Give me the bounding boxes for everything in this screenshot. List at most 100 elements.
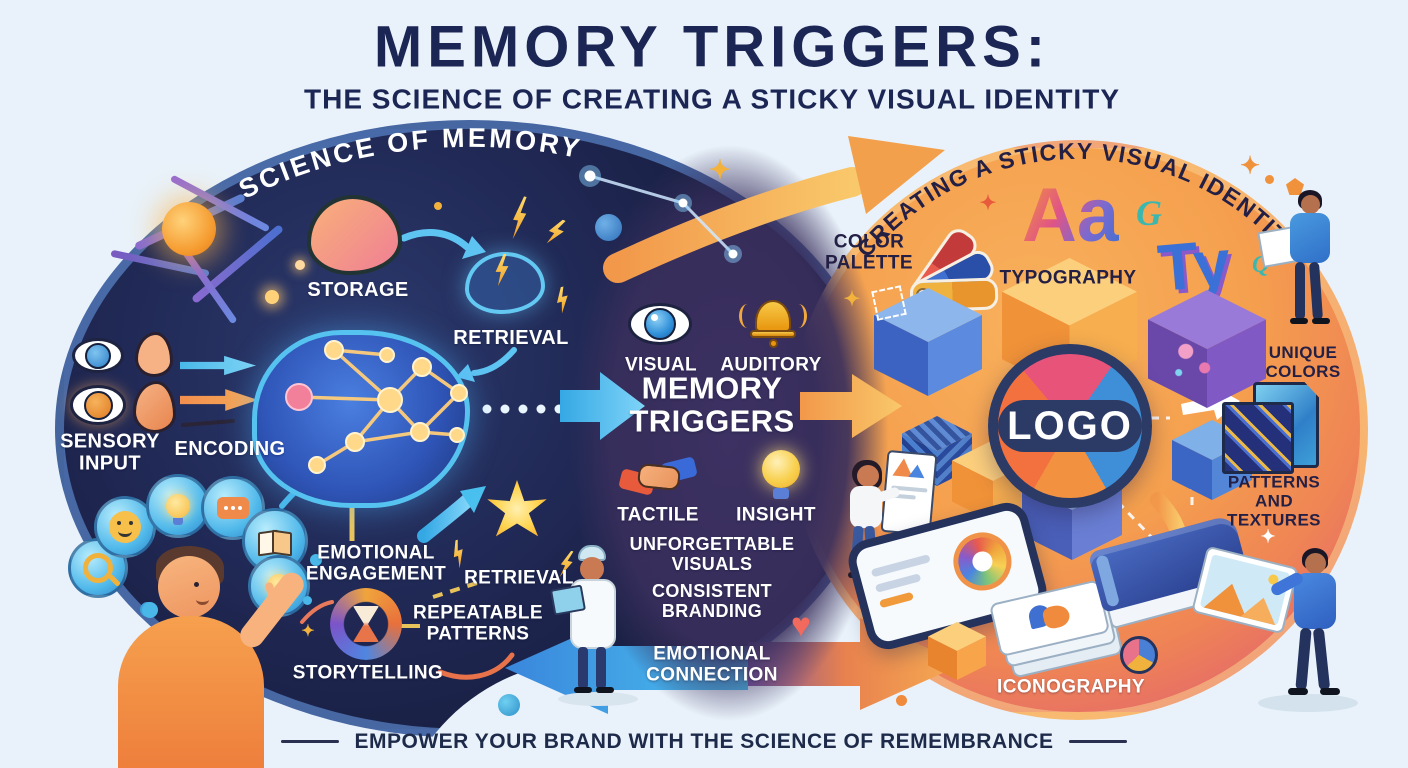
person-head (158, 556, 220, 618)
heart-icon: ♥ (790, 606, 812, 645)
dot (238, 506, 242, 510)
logo-sphere: LOGO (988, 344, 1152, 508)
emotional-engagement-label: EMOTIONAL ENGAGEMENT (305, 542, 447, 585)
consistent-branding-label: CONSISTENT BRANDING (651, 580, 773, 621)
vector-frame-icon (871, 285, 907, 321)
storytelling-label: STORYTELLING (292, 662, 444, 684)
memory-triggers-overlap-lens (568, 142, 890, 724)
eye-iris (83, 390, 113, 420)
memory-triggers-title: MEMORY TRIGGERS (629, 370, 795, 438)
typography-label: TYPOGRAPHY (999, 267, 1137, 289)
bulb-globe (762, 450, 800, 488)
sparkle-icon: ✦ (709, 154, 731, 185)
dot (231, 506, 235, 510)
star-arrow (417, 493, 475, 543)
eye-iris (85, 342, 111, 369)
center-arrow-out (800, 374, 902, 438)
blue-dot (142, 602, 158, 618)
orange-dot (1265, 175, 1274, 184)
smiley-mouth (118, 525, 132, 537)
screen-line (874, 573, 922, 593)
scientist-figure (549, 545, 636, 695)
orange-underline-curve (437, 652, 515, 680)
bell-lip (750, 330, 796, 338)
planet-dot (595, 214, 622, 241)
auditory-bell-icon (739, 296, 807, 348)
sparkle-icon: ✦ (1239, 152, 1261, 180)
storage-brain-icon (307, 195, 402, 275)
encoding-label: ENCODING (174, 437, 286, 460)
mini-orange-cube (928, 622, 986, 680)
neural-network (285, 340, 468, 474)
bubble-satellite-dot (310, 554, 322, 566)
man-torso (1290, 213, 1330, 263)
book-page (272, 529, 292, 557)
picture-mountain (1240, 593, 1282, 626)
cube-blue-top (871, 285, 982, 396)
thought-bubble (146, 474, 210, 538)
star-arrowhead (460, 486, 486, 513)
man-shadow (1258, 694, 1358, 712)
bulb-base (773, 488, 789, 499)
tagline-rule-left (280, 740, 339, 744)
footer-tagline-row: EMPOWER YOUR BRAND WITH THE SCIENCE OF R… (0, 730, 1408, 754)
magnifier-handle (108, 574, 121, 587)
scientist-leg (578, 647, 588, 689)
page-subtitle: THE SCIENCE OF CREATING A STICKY VISUAL … (304, 83, 1120, 115)
storage-label: STORAGE (307, 278, 409, 301)
insight-label: INSIGHT (736, 504, 816, 526)
gold-dot (434, 202, 442, 210)
clipboard-man-figure (1257, 190, 1344, 332)
handshake-hands (636, 462, 682, 492)
lightbulb-icon (166, 494, 190, 525)
smiley-icon (109, 511, 141, 543)
wheel-center (970, 549, 995, 574)
logo-band: LOGO (998, 400, 1142, 452)
thinking-person-figure (60, 470, 350, 768)
storage-retrieval-arrowhead (462, 236, 486, 259)
man-shoe (1312, 318, 1330, 324)
bottom-arrow-left (505, 622, 748, 714)
storage-retrieval-arrow (400, 229, 471, 251)
retrieval-top-label: RETRIEVAL (453, 326, 569, 349)
scientist-shoe (596, 687, 614, 693)
man-shoe (1290, 318, 1308, 324)
sparkle-icon: ✦ (1260, 526, 1276, 547)
chart-triangle (908, 463, 926, 479)
clipboard-icon (549, 584, 587, 616)
synapse-glow-dot (295, 260, 305, 270)
dotted-trail (482, 404, 564, 414)
dark-squiggle (181, 419, 235, 427)
bell-clapper (769, 339, 778, 348)
footer-tagline: EMPOWER YOUR BRAND WITH THE SCIENCE OF R… (354, 730, 1054, 753)
visual-eye-icon (628, 303, 692, 345)
man-shoe (1288, 688, 1308, 695)
book-icon (258, 529, 292, 557)
sparkle-icon: ✦ (979, 192, 997, 215)
man-leg (1312, 627, 1331, 691)
orange-dot (896, 695, 907, 706)
page-title: MEMORY TRIGGERS: (373, 14, 1051, 80)
screen-line-accent (879, 591, 914, 609)
man-leg (1295, 627, 1312, 691)
person-body (118, 616, 264, 768)
sparkle-icon: ✦ (301, 623, 315, 640)
smiley-eye (129, 521, 133, 525)
network-brain-icon (252, 330, 470, 508)
ear-icon (133, 381, 176, 433)
top-crossing-arrow-head (848, 136, 945, 214)
logo-text: LOGO (1007, 403, 1133, 448)
bell-body (755, 300, 791, 332)
bubble-satellite-dot (303, 596, 312, 605)
eye-highlight (651, 314, 658, 321)
speech-bubble-icon (217, 497, 249, 519)
red-accent-curve (300, 600, 334, 624)
script-letter-deco: G (1136, 193, 1162, 233)
repeatable-patterns-label: REPEATABLE PATTERNS (413, 602, 543, 645)
tactile-label: TACTILE (617, 504, 699, 526)
neuron-illustration (70, 140, 330, 350)
center-arrow-in (560, 372, 645, 440)
pentagon-deco (1286, 178, 1304, 195)
unforgettable-visuals-label: UNFORGETTABLE VISUALS (629, 533, 795, 574)
